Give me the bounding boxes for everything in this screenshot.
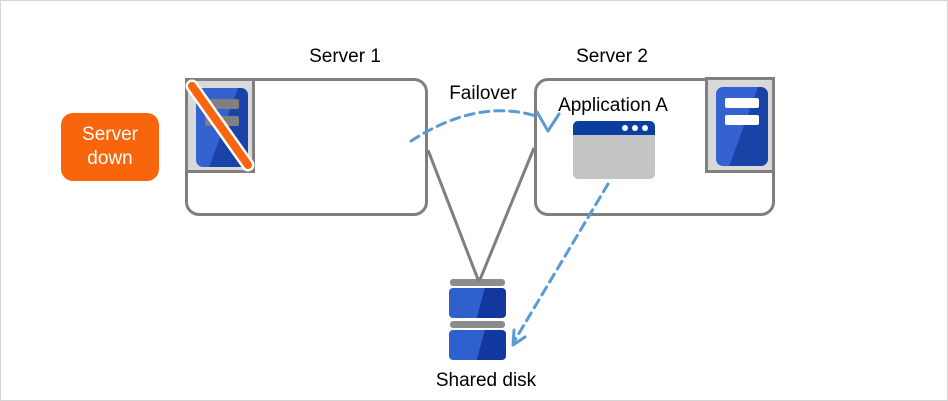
app-window-icon (573, 121, 655, 179)
server1-title: Server 1 (309, 46, 381, 67)
disk-stack-icon (449, 279, 506, 361)
disk-platter-bar (450, 321, 505, 328)
window-dot-icon (632, 125, 638, 131)
tower-slot (205, 116, 239, 126)
app-to-disk-arrowhead-icon (511, 328, 527, 347)
server2-title: Server 2 (576, 46, 648, 67)
tower-slot (725, 98, 759, 108)
application-label: Application A (558, 95, 668, 116)
server1-icon-frame (185, 78, 255, 173)
window-dot-icon (642, 125, 648, 131)
app-window-body (573, 135, 655, 179)
server1-disk-link (426, 149, 481, 283)
disk-segment (449, 288, 506, 318)
disk-segment (449, 330, 506, 360)
server-down-badge: Server down (61, 113, 159, 181)
tower-slot (205, 99, 239, 109)
failover-arrow (409, 109, 541, 143)
app-window-titlebar (573, 121, 655, 135)
disk-platter-bar (450, 279, 505, 286)
server2-icon-frame (705, 77, 775, 173)
server-tower-down-icon (196, 88, 248, 167)
tower-slot (725, 115, 759, 125)
window-dot-icon (622, 125, 628, 131)
server-tower-icon (716, 87, 768, 166)
shared-disk-label: Shared disk (435, 370, 537, 391)
failover-label: Failover (449, 83, 517, 104)
server2-disk-link (477, 147, 536, 283)
